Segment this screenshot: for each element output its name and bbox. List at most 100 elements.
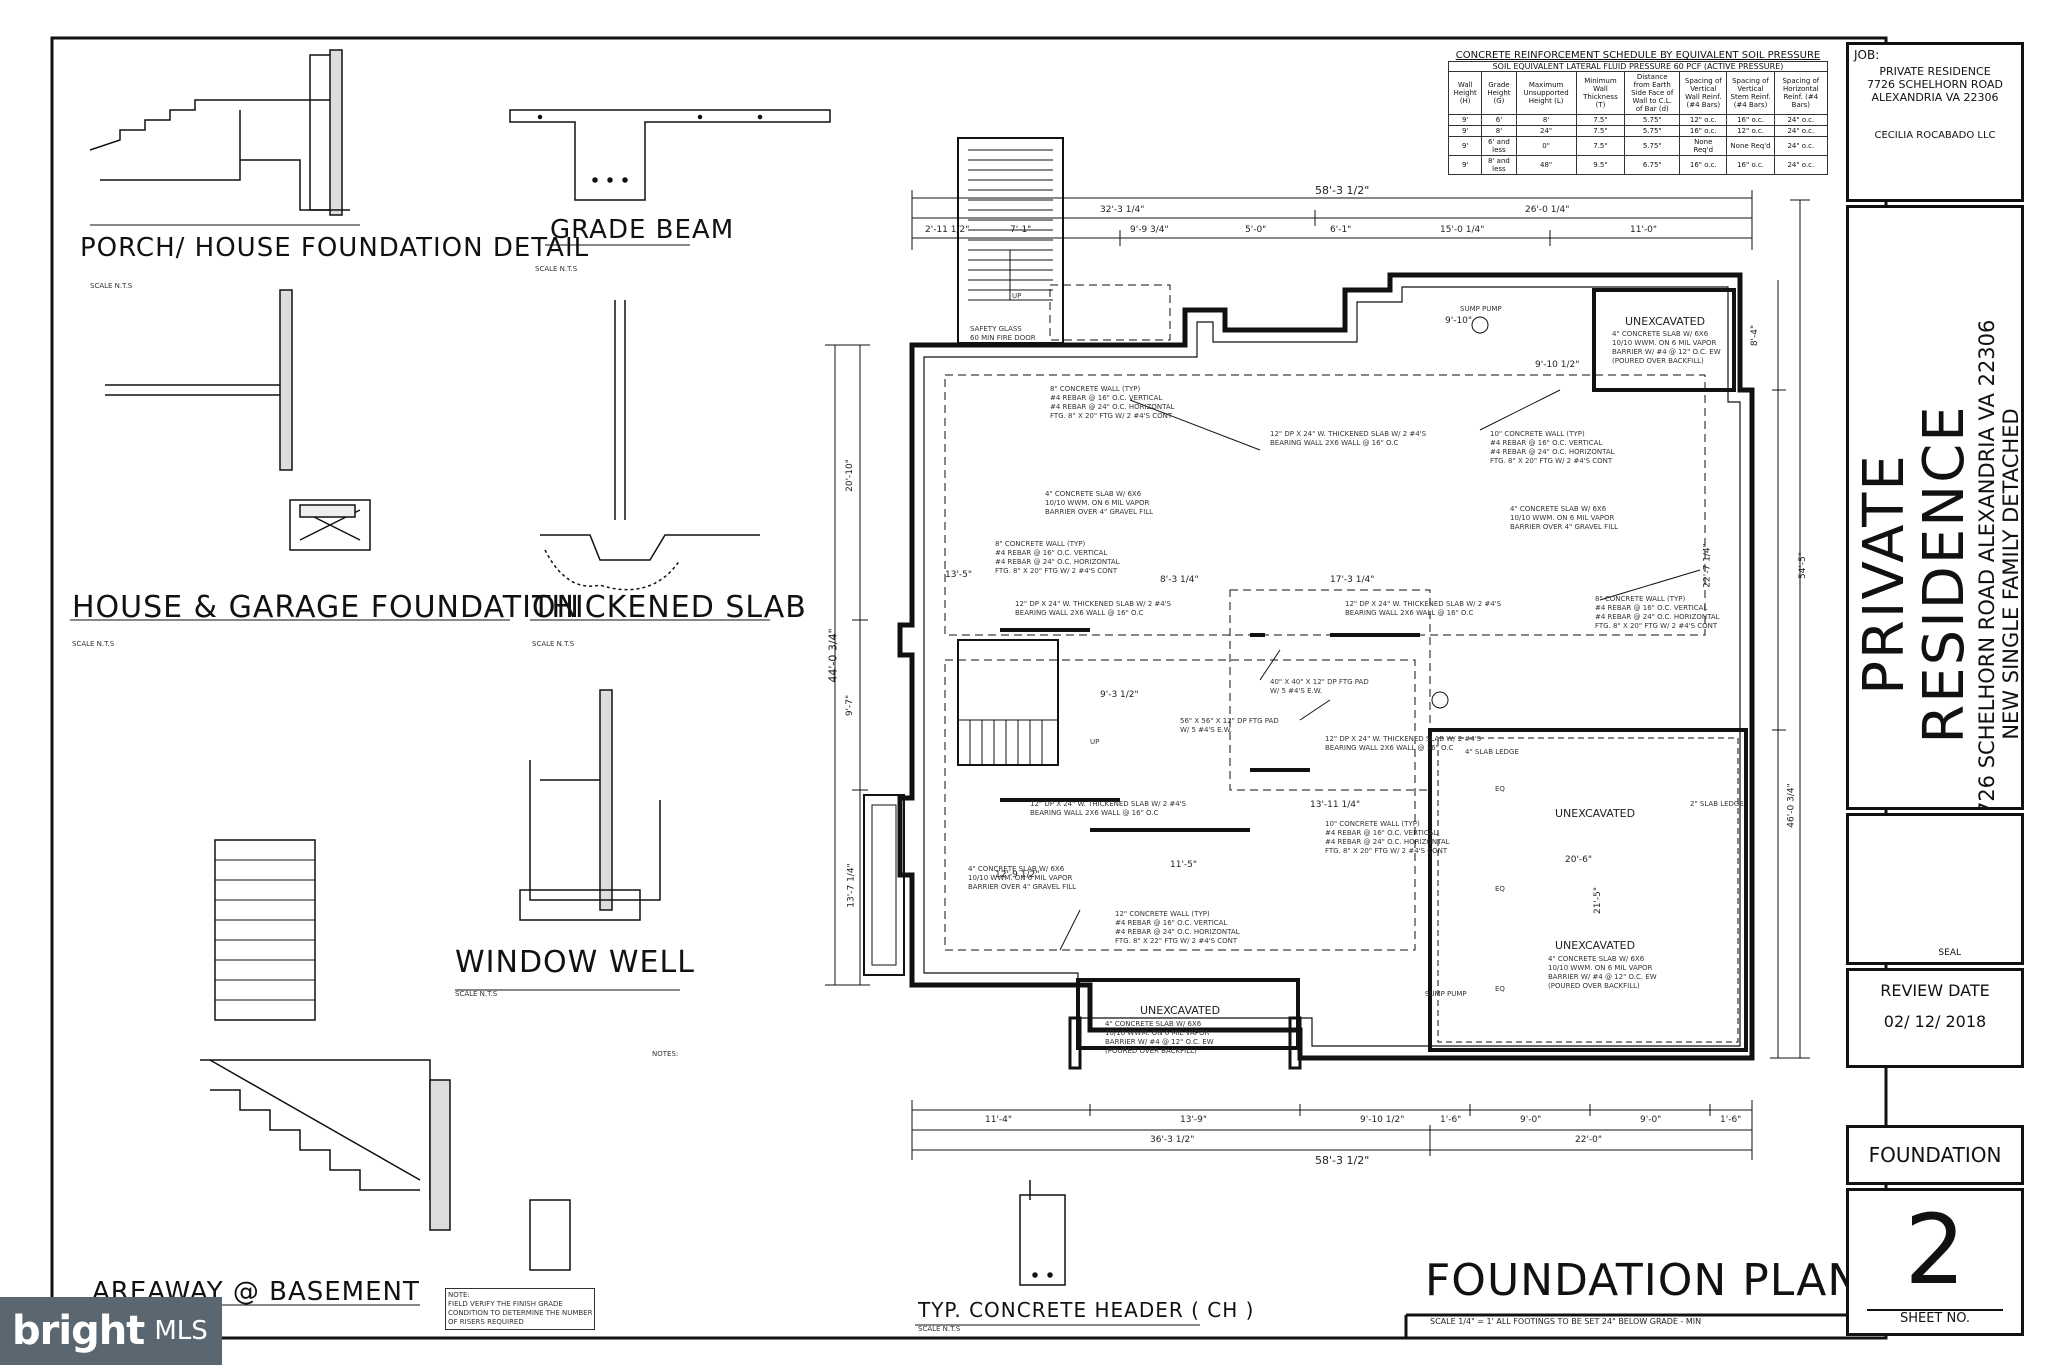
notes-label: NOTES: bbox=[652, 1050, 679, 1058]
grade-beam-sketch bbox=[509, 109, 831, 246]
cell: 24" o.c. bbox=[1773, 114, 1829, 126]
project-address: 7726 SCHELHORN ROAD ALEXANDRIA VA 22306 bbox=[1975, 319, 1999, 810]
dim-bottom-2: 13'-9" bbox=[1180, 1115, 1208, 1125]
dim-top-1: 32'-3 1/4" bbox=[1100, 205, 1145, 215]
cell: 16" o.c. bbox=[1726, 114, 1775, 126]
dim-bottom-3: 9'-10 1/2" bbox=[1360, 1115, 1405, 1125]
up-label-2: UP bbox=[1090, 738, 1100, 746]
house-garage-title: HOUSE & GARAGE FOUNDATION bbox=[72, 590, 580, 625]
schedule-header: Distance from Earth Side Face of Wall to… bbox=[1624, 71, 1681, 115]
cell: 9' bbox=[1447, 155, 1483, 175]
slab-ledge-4: 4" SLAB LEDGE bbox=[1465, 748, 1519, 756]
dim-left-2: 9'-7" bbox=[845, 694, 856, 717]
unexcavated-note-3: 4" CONCRETE SLAB W/ 6X6 10/10 WWM. ON 6 … bbox=[1548, 955, 1657, 990]
scale-note: SCALE 1/4" = 1' ALL FOOTINGS TO BE SET 2… bbox=[1430, 1317, 1702, 1326]
dim-top-4: 11'-0" bbox=[1630, 225, 1658, 235]
sheet-no-label: SHEET NO. bbox=[1867, 1309, 2003, 1326]
dim-left-overall: 44'-0 3/4" bbox=[826, 628, 840, 683]
dim-overall-top: 58'-3 1/2" bbox=[1315, 184, 1370, 197]
cell: 6' and less bbox=[1481, 136, 1517, 156]
concrete-header-title: TYP. CONCRETE HEADER ( CH ) bbox=[918, 1298, 1255, 1322]
wall-note-8-c: 8" CONCRETE WALL (TYP) #4 REBAR @ 16" O.… bbox=[1595, 595, 1720, 630]
table-row: 9'6'8'7.5"5.75"12" o.c.16" o.c.24" o.c. bbox=[1447, 114, 1829, 126]
schedule-table: Wall Height (H) Grade Height (G) Maximum… bbox=[1447, 71, 1829, 175]
dim-bottom-7: 1'-6" bbox=[1720, 1115, 1742, 1125]
schedule-header: Grade Height (G) bbox=[1481, 71, 1517, 115]
schedule-header: Spacing of Vertical Stem Reinf. (#4 Bars… bbox=[1726, 71, 1775, 115]
dim-bottom-5: 9'-0" bbox=[1520, 1115, 1542, 1125]
cell: 7.5" bbox=[1575, 125, 1626, 137]
sheet-name: FOUNDATION bbox=[1868, 1143, 2002, 1167]
cell: 9.5" bbox=[1575, 155, 1626, 175]
concrete-header-sketch bbox=[915, 1180, 1200, 1326]
dim-top-3: 15'-0 1/4" bbox=[1440, 225, 1485, 235]
cell: 7.5" bbox=[1575, 114, 1626, 126]
dim-bottom-4: 1'-6" bbox=[1440, 1115, 1462, 1125]
slab-ledge-2: 2" SLAB LEDGE bbox=[1690, 800, 1744, 808]
scale-nts-3: SCALE N.T.S bbox=[72, 640, 115, 648]
dim-right-3: 8'-4" bbox=[1750, 324, 1761, 347]
cell: 6.75" bbox=[1624, 155, 1681, 175]
cell: 24" o.c. bbox=[1773, 155, 1829, 175]
dim-mid-10: 9'-10 1/2" bbox=[1535, 360, 1580, 370]
pad-note-2: 56" X 56" X 12" DP FTG PAD W/ 5 #4'S E.W… bbox=[1180, 717, 1279, 734]
job-name: PRIVATE RESIDENCE bbox=[1879, 65, 1991, 78]
eq-label-3: EQ bbox=[1495, 985, 1505, 993]
dim-bottom-8: 36'-3 1/2" bbox=[1150, 1135, 1195, 1145]
cell: None Req'd bbox=[1726, 136, 1775, 156]
cell: 5.75" bbox=[1624, 136, 1681, 156]
seal-box: SEAL bbox=[1846, 813, 2024, 965]
cell: 24" o.c. bbox=[1773, 136, 1829, 156]
unexcavated-label-1: UNEXCAVATED bbox=[1625, 315, 1706, 328]
dim-left-1: 20'-10" bbox=[844, 459, 855, 492]
wall-note-10-a: 10" CONCRETE WALL (TYP) #4 REBAR @ 16" O… bbox=[1490, 430, 1615, 465]
scale-nts-2: SCALE N.T.S bbox=[535, 265, 578, 273]
scale-nts-4: SCALE N.T.S bbox=[532, 640, 575, 648]
areaway-sketch bbox=[90, 839, 571, 1306]
job-address-2: ALEXANDRIA VA 22306 bbox=[1871, 91, 1999, 104]
thickened-slab-title: THICKENED SLAB bbox=[532, 590, 807, 625]
review-label: REVIEW DATE bbox=[1880, 981, 1990, 1000]
dim-mid-2: 8'-3 1/4" bbox=[1160, 575, 1199, 585]
dim-left-3: 13'-7 1/4" bbox=[846, 863, 857, 908]
scale-nts-5: SCALE N.T.S bbox=[455, 990, 498, 998]
dim-top-5: 9'-9 3/4" bbox=[1130, 225, 1169, 235]
cell: 8' bbox=[1481, 125, 1517, 137]
cell: 6' bbox=[1481, 114, 1517, 126]
schedule-header: Minimum Wall Thickness (T) bbox=[1575, 71, 1626, 115]
dim-mid-8: 20'-6" bbox=[1565, 855, 1593, 865]
foundation-plan bbox=[825, 137, 1810, 1160]
dim-mid-11: 9'-10" bbox=[1445, 316, 1473, 326]
cell: 0" bbox=[1515, 136, 1577, 156]
dim-bottom-6: 9'-0" bbox=[1640, 1115, 1662, 1125]
dim-top-8: 7'-1" bbox=[1010, 225, 1032, 235]
schedule-subtitle: SOIL EQUIVALENT LATERAL FLUID PRESSURE 6… bbox=[1448, 61, 1828, 71]
cell: None Req'd bbox=[1679, 136, 1728, 156]
sheet-name-box: FOUNDATION bbox=[1846, 1125, 2024, 1185]
dim-bottom-1: 11'-4" bbox=[985, 1115, 1013, 1125]
thickened-note-1: 12" DP X 24" W. THICKENED SLAB W/ 2 #4'S… bbox=[1270, 430, 1427, 447]
porch-detail-title: PORCH/ HOUSE FOUNDATION DETAIL bbox=[80, 233, 590, 263]
wall-note-12: 12" CONCRETE WALL (TYP) #4 REBAR @ 16" O… bbox=[1115, 910, 1240, 945]
thickened-note-4: 12" DP X 24" W. THICKENED SLAB W/ 2 #4'S… bbox=[1325, 735, 1482, 752]
pad-note-1: 40" X 40" X 12" DP FTG PAD W/ 5 #4'S E.W… bbox=[1270, 678, 1369, 695]
slab-note-2: 4" CONCRETE SLAB W/ 6X6 10/10 WWM. ON 6 … bbox=[1510, 505, 1619, 531]
dim-mid-6: 11'-5" bbox=[1170, 860, 1198, 870]
house-garage-sketch bbox=[70, 289, 510, 621]
slab-note-1: 4" CONCRETE SLAB W/ 6X6 10/10 WWM. ON 6 … bbox=[1045, 490, 1154, 516]
review-box: REVIEW DATE 02/ 12/ 2018 bbox=[1846, 968, 2024, 1068]
unexcavated-label-2: UNEXCAVATED bbox=[1555, 807, 1636, 820]
slab-note-3: 4" CONCRETE SLAB W/ 6X6 10/10 WWM. ON 6 … bbox=[968, 865, 1077, 891]
dim-right-2: 46'-0 3/4" bbox=[1786, 783, 1797, 828]
cell: 16" o.c. bbox=[1679, 125, 1728, 137]
cell: 48" bbox=[1515, 155, 1577, 175]
job-address-1: 7726 SCHELHORN ROAD bbox=[1867, 78, 2003, 91]
schedule-header: Spacing of Vertical Wall Reinf. (#4 Bars… bbox=[1679, 71, 1728, 115]
schedule-header: Maximum Unsupported Height (L) bbox=[1515, 71, 1577, 115]
cell: 12" o.c. bbox=[1726, 125, 1775, 137]
